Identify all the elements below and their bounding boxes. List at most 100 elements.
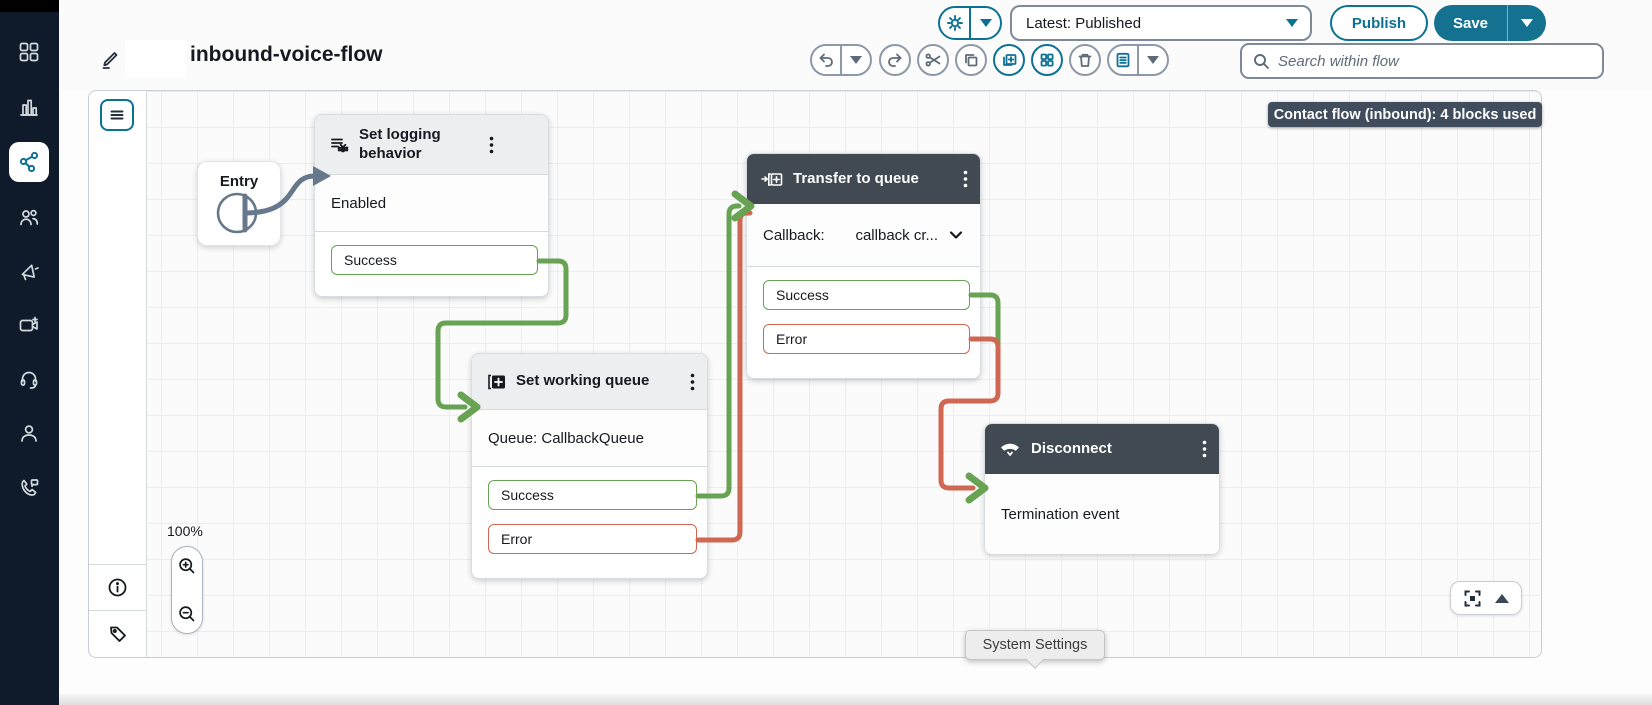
sidebar-item-video[interactable] [9, 305, 49, 345]
chevron-down-icon [1147, 56, 1159, 64]
sidebar-item-contact[interactable] [9, 468, 49, 508]
system-settings-tooltip: System Settings [965, 630, 1105, 660]
notes-split-button[interactable] [1107, 44, 1169, 76]
block-menu-button[interactable] [1200, 438, 1209, 460]
zoom-in-button[interactable] [177, 556, 197, 576]
chevron-down-icon[interactable] [948, 227, 964, 243]
block-header[interactable]: Transfer to queue [747, 154, 980, 204]
block-title: Transfer to queue [793, 169, 919, 187]
block-entry[interactable]: Entry [197, 161, 281, 246]
sidebar-item-dashboard[interactable] [9, 32, 49, 72]
chevron-down-icon [979, 19, 992, 27]
hamburger-icon [110, 110, 124, 120]
port-label: Success [776, 287, 829, 303]
set-logging-icon [329, 135, 349, 155]
port-error[interactable]: Error [488, 524, 697, 554]
tags-button[interactable] [89, 610, 146, 657]
blocks-menu-button[interactable] [100, 99, 134, 131]
chevron-down-icon [1286, 19, 1298, 27]
block-menu-button[interactable] [961, 168, 970, 190]
bottom-edge [59, 694, 1652, 705]
trash-icon [1078, 53, 1092, 67]
port-success[interactable]: Success [488, 480, 697, 510]
undo-icon[interactable] [812, 46, 840, 74]
sidebar-item-users[interactable] [9, 197, 49, 237]
body-text: Enabled [331, 194, 387, 212]
block-ports: Success Error [747, 267, 980, 354]
version-select[interactable]: Latest: Published [1010, 5, 1312, 41]
video-icon [18, 314, 40, 336]
grid-icon [18, 41, 40, 63]
center-focus-icon [1464, 590, 1481, 606]
port-success[interactable]: Success [331, 245, 538, 275]
tag-icon [109, 626, 126, 642]
version-select-value: Latest: Published [1026, 14, 1142, 32]
edit-title-icon[interactable] [99, 48, 121, 70]
zoom-out-button[interactable] [177, 604, 197, 624]
body-text: Queue: CallbackQueue [488, 429, 644, 447]
sidebar-item-analytics[interactable] [9, 87, 49, 127]
scissors-icon [925, 53, 941, 67]
redo-button[interactable] [879, 44, 911, 76]
settings-split-button[interactable] [938, 6, 1002, 40]
block-disconnect[interactable]: Disconnect Termination event [984, 423, 1220, 554]
port-label: Error [776, 331, 808, 347]
block-menu-button[interactable] [688, 371, 697, 393]
person-icon [18, 422, 40, 444]
headset-icon [18, 368, 40, 390]
block-set-logging-behavior[interactable]: Set logging behavior Enabled Success [314, 114, 549, 297]
delete-button[interactable] [1069, 44, 1101, 76]
info-button[interactable] [89, 564, 146, 610]
flow-canvas[interactable]: 100% Contact flow (inbound): 4 blocks us… [88, 90, 1542, 658]
chevron-down-icon [850, 56, 862, 64]
port-label: Success [501, 487, 554, 503]
save-label[interactable]: Save [1452, 14, 1489, 32]
fit-view-control[interactable] [1450, 581, 1522, 615]
publish-button[interactable]: Publish [1330, 5, 1428, 41]
megaphone-icon [18, 260, 40, 282]
port-error[interactable]: Error [763, 324, 970, 354]
flow-search[interactable] [1240, 43, 1604, 79]
settings-caret-button[interactable] [971, 8, 1000, 38]
block-header[interactable]: Disconnect [985, 424, 1219, 474]
sidebar-item-profile[interactable] [9, 413, 49, 453]
zoom-controls [171, 546, 203, 634]
block-header[interactable]: Set logging behavior [315, 115, 548, 175]
users-icon [18, 206, 40, 228]
notes-caret-button[interactable] [1139, 46, 1167, 74]
undo-caret-button[interactable] [842, 46, 870, 74]
search-input[interactable] [1278, 52, 1592, 70]
blocks-grid-icon [1040, 53, 1054, 67]
app-sidebar [0, 0, 59, 705]
sidebar-item-campaigns[interactable] [9, 251, 49, 291]
sidebar-top-cap [0, 0, 59, 12]
zoom-out-icon [179, 606, 195, 622]
copy-button[interactable] [955, 44, 987, 76]
info-icon [108, 578, 127, 597]
duplicate-button[interactable] [993, 44, 1025, 76]
block-header[interactable]: Set working queue [472, 354, 707, 410]
block-menu-button[interactable] [487, 134, 496, 156]
block-transfer-to-queue[interactable]: Transfer to queue Callback: callback cr.… [746, 153, 981, 379]
sidebar-item-flows[interactable] [9, 142, 49, 182]
blocks-used-badge: Contact flow (inbound): 4 blocks used [1268, 102, 1542, 127]
arrowhead-green [965, 472, 989, 504]
collapse-up-icon[interactable] [1494, 593, 1509, 603]
block-ports: Success [315, 232, 548, 275]
save-caret-button[interactable] [1508, 5, 1546, 41]
block-body[interactable]: Callback: callback cr... [747, 204, 980, 267]
notes-button[interactable] [1109, 46, 1137, 74]
undo-split-button[interactable] [810, 44, 872, 76]
disconnect-phone-icon [999, 440, 1021, 458]
gear-icon[interactable] [940, 8, 969, 38]
flows-branch-icon [18, 151, 40, 173]
save-split-button[interactable]: Save [1434, 5, 1546, 41]
flow-toolbar-row: inbound-voice-flow [59, 40, 1652, 84]
blocks-grid-button[interactable] [1031, 44, 1063, 76]
sidebar-item-support[interactable] [9, 359, 49, 399]
block-ports: Success Error [472, 467, 707, 554]
port-success[interactable]: Success [763, 280, 970, 310]
cut-button[interactable] [917, 44, 949, 76]
body-text: Termination event [1001, 505, 1120, 523]
block-set-working-queue[interactable]: Set working queue Queue: CallbackQueue S… [471, 353, 708, 579]
